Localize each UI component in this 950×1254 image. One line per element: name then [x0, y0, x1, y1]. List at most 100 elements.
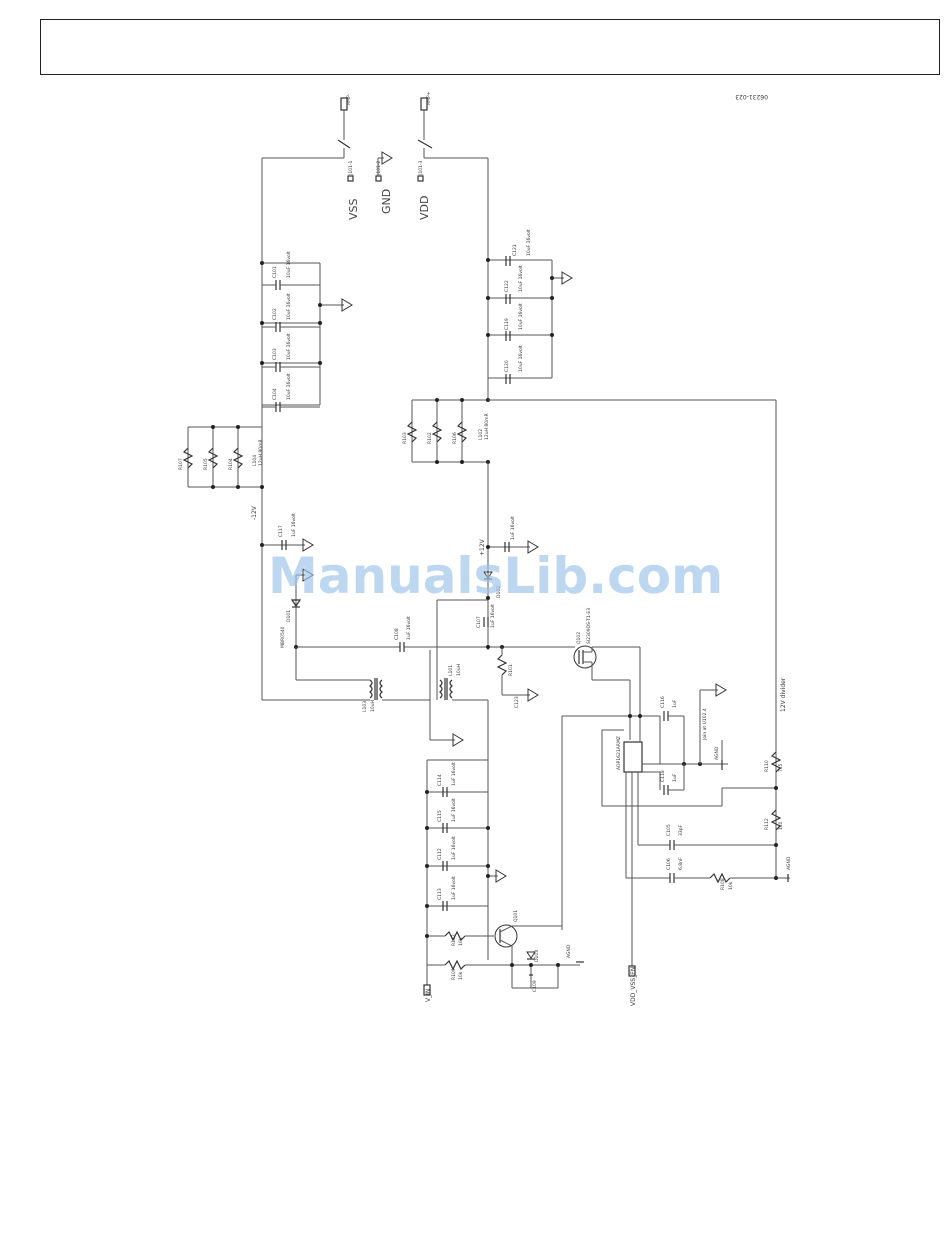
svg-text:Q101: Q101	[513, 910, 519, 922]
controller-u102: ADP1621ARMZ C116 1uF Join at U102.4 AGND…	[561, 683, 792, 960]
svg-text:C102: C102	[272, 308, 278, 320]
svg-text:C112: C112	[437, 848, 443, 860]
divider-label: 12V divider	[780, 677, 787, 712]
figure-id: 06231-023	[735, 93, 768, 100]
svg-text:L104: L104	[252, 455, 258, 466]
svg-text:10k: 10k	[458, 937, 464, 946]
svg-text:R108: R108	[720, 878, 726, 890]
svg-text:AGND: AGND	[714, 746, 720, 760]
vdd-cap-bank: C121 C122 C119 C120 10uF 16volt 10uF 16v…	[486, 229, 573, 384]
gnd-label: GND	[380, 189, 393, 214]
svg-text:C108: C108	[394, 628, 400, 640]
enable-label: VDD_VSS_EN	[630, 967, 637, 1006]
svg-text:C123: C123	[514, 696, 520, 708]
svg-text:10uF 16volt: 10uF 16volt	[518, 303, 524, 330]
join-label: Join at U102.4	[702, 708, 708, 741]
amp-minus-connector: AMP-	[340, 93, 352, 140]
svg-text:SI2309DS-T1-E3: SI2309DS-T1-E3	[586, 608, 592, 644]
divider-12v: R110 7k5 R112 1k0 12V divider	[764, 677, 787, 831]
ground-symbol	[381, 151, 393, 165]
svg-text:C114: C114	[437, 774, 443, 786]
svg-text:1uF 16volt: 1uF 16volt	[451, 762, 457, 786]
svg-text:ADP1621ARMZ: ADP1621ARMZ	[616, 736, 622, 770]
svg-text:AMP-: AMP-	[346, 93, 352, 105]
svg-text:12uH 80mR: 12uH 80mR	[484, 413, 490, 440]
svg-text:1uF 16volt: 1uF 16volt	[451, 798, 457, 822]
svg-text:1uF 16volt: 1uF 16volt	[291, 513, 297, 537]
svg-text:1uF 16volt: 1uF 16volt	[451, 836, 457, 860]
svg-text:L102: L102	[478, 429, 484, 440]
svg-text:D101: D101	[286, 610, 292, 622]
svg-text:1uF 16volt: 1uF 16volt	[451, 876, 457, 900]
svg-text:1uF: 1uF	[672, 699, 678, 708]
vdd-label: VDD	[418, 196, 431, 220]
svg-text:C122: C122	[504, 280, 510, 292]
svg-text:C107: C107	[476, 616, 482, 628]
svg-text:10uF 16volt: 10uF 16volt	[286, 373, 292, 400]
svg-text:R107: R107	[178, 458, 184, 470]
svg-text:C105: C105	[666, 824, 672, 836]
enable-input: VDD_VSS_EN	[628, 960, 637, 1006]
svg-text:D103: D103	[534, 950, 540, 962]
svg-text:R104: R104	[228, 458, 234, 470]
amp-plus-connector: AMP+	[420, 91, 432, 140]
svg-text:C104: C104	[272, 388, 278, 400]
vss-cap-bank: C101 C102 C103 C104 10uF 16volt 10uF 16v…	[260, 251, 353, 412]
svg-text:R102: R102	[427, 432, 433, 444]
transistor-q101: Q101 R102 10k R109 10k D103 C109 AGND	[425, 910, 584, 992]
svg-text:C121: C121	[512, 244, 518, 256]
vdd-pad	[417, 175, 424, 182]
svg-text:AGND: AGND	[566, 944, 572, 958]
svg-text:R105: R105	[203, 458, 209, 470]
svg-text:C118: C118	[660, 770, 666, 782]
svg-text:R102: R102	[451, 934, 457, 946]
svg-text:10uF 16volt: 10uF 16volt	[526, 229, 532, 256]
svg-text:1uF 16volt: 1uF 16volt	[406, 616, 412, 640]
svg-text:C119: C119	[504, 318, 510, 330]
svg-text:10uF 16volt: 10uF 16volt	[518, 345, 524, 372]
neg-output-stage: C117 1uF 16volt D101 MBR0540	[260, 513, 314, 648]
svg-text:10uH: 10uH	[370, 700, 376, 712]
svg-text:C113: C113	[437, 888, 443, 900]
neg12-label: -12V	[251, 505, 258, 520]
svg-text:R109: R109	[451, 968, 457, 980]
svg-text:AGND: AGND	[786, 856, 792, 870]
svg-text:10uF 16volt: 10uF 16volt	[286, 251, 292, 278]
svg-text:C106: C106	[666, 858, 672, 870]
pos-output-stage: 1uF 16volt +12V D102 C107 1uF 16volt	[436, 516, 539, 700]
svg-text:10uF 16volt: 10uF 16volt	[286, 293, 292, 320]
transformer-area: C108 1uF 16volt L103 10uH L101 10uH R101…	[262, 616, 575, 960]
svg-text:10k: 10k	[458, 971, 464, 980]
svg-text:R106: R106	[452, 432, 458, 444]
header-frame	[40, 19, 940, 75]
watermark-text: ManualsLib.com	[268, 547, 723, 605]
svg-text:D102: D102	[496, 586, 502, 598]
vss-pad	[347, 175, 354, 182]
svg-text:10k: 10k	[728, 881, 734, 890]
svg-text:R103: R103	[402, 432, 408, 444]
svg-text:12uH 80mR: 12uH 80mR	[258, 439, 264, 466]
svg-text:Q102: Q102	[576, 632, 582, 644]
svg-text:C120: C120	[504, 360, 510, 372]
svg-text:MBR0540: MBR0540	[280, 626, 286, 648]
vss-label: VSS	[347, 198, 360, 220]
svg-text:10uH: 10uH	[456, 664, 462, 676]
svg-text:1uF: 1uF	[672, 773, 678, 782]
svg-text:1uF 16volt: 1uF 16volt	[510, 516, 516, 540]
svg-text:L103: L103	[362, 701, 368, 712]
svg-text:AMP+: AMP+	[426, 91, 432, 105]
pos-filter-group: R103 R102 R106 L102 12uH 80mR	[402, 398, 777, 880]
svg-text:33pF: 33pF	[678, 824, 684, 836]
svg-text:C109: C109	[532, 980, 538, 992]
svg-text:C101: C101	[272, 266, 278, 278]
pos12-label: +12V	[479, 538, 486, 556]
svg-text:L101: L101	[448, 665, 454, 676]
svg-text:R101: R101	[508, 664, 514, 676]
svg-text:R112: R112	[764, 818, 770, 830]
svg-text:J101-3: J101-3	[418, 160, 424, 176]
neg-filter-group: R107 R105 R104 L104 12uH 80mR -12V	[178, 425, 264, 520]
svg-text:1k0: 1k0	[778, 822, 784, 830]
vin-input: V_IN	[423, 975, 432, 1002]
vin-label: V_IN	[425, 989, 432, 1002]
